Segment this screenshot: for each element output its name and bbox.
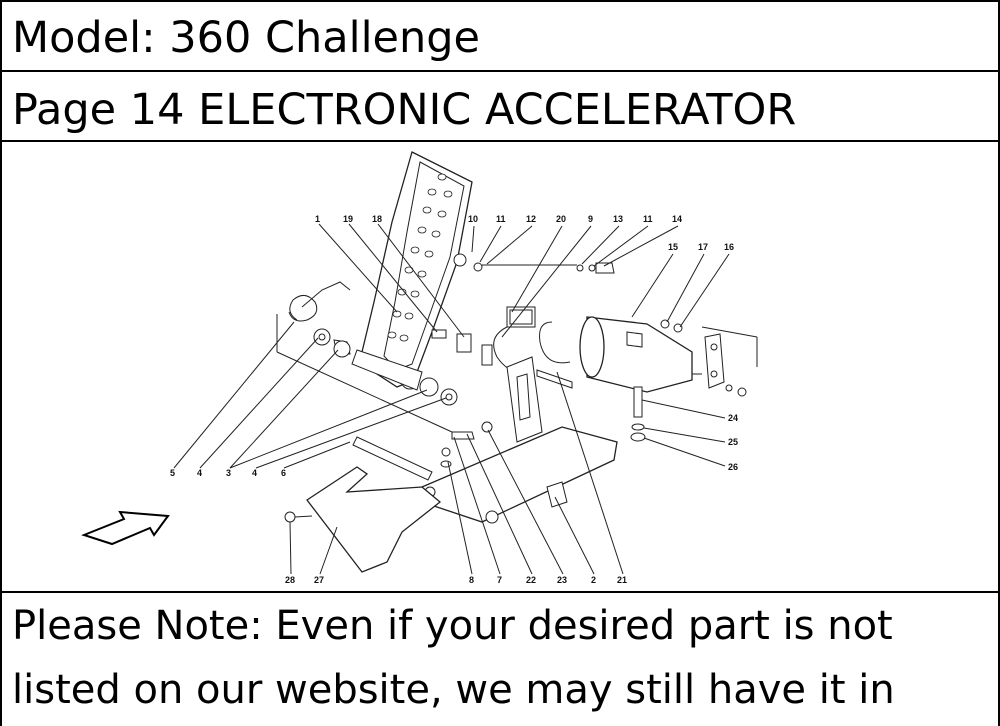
- callout-13: 13: [613, 214, 623, 224]
- callout-4: 4: [197, 468, 202, 478]
- pedal-spring-and-bushings: [288, 281, 458, 406]
- callout-8: 8: [469, 575, 474, 585]
- callout-21: 21: [617, 575, 627, 585]
- callout-18: 18: [372, 214, 382, 224]
- exploded-parts-diagram: 1 19 18 10 11 12 20 9 13 11 14 15 17 16 …: [81, 151, 758, 585]
- callout-17: 17: [698, 242, 708, 252]
- callout-14: 14: [672, 214, 682, 224]
- model-header: Model: 360 Challenge: [0, 0, 1000, 72]
- accelerator-pedal-illustration: [351, 151, 473, 391]
- callout-24: 24: [728, 413, 738, 423]
- callout-20: 20: [556, 214, 566, 224]
- callout-9: 9: [588, 214, 593, 224]
- parts-diagram-panel: 1 19 18 10 11 12 20 9 13 11 14 15 17 16 …: [0, 142, 1000, 593]
- callout-28: 28: [285, 575, 295, 585]
- note-line-1: Please Note: Even if your desired part i…: [12, 603, 893, 649]
- callout-5: 5: [170, 468, 175, 478]
- linkage-rod: [453, 253, 615, 274]
- callout-11b: 11: [643, 214, 653, 224]
- page-title: Page 14 ELECTRONIC ACCELERATOR: [12, 85, 797, 135]
- callout-numbers: 1 19 18 10 11 12 20 9 13 11 14 15 17 16 …: [170, 214, 738, 585]
- pivot-pin: [352, 436, 433, 481]
- actuator-motor: [539, 316, 747, 442]
- callout-leader-lines: [173, 223, 730, 575]
- callout-4b: 4: [252, 468, 257, 478]
- page-header: Page 14 ELECTRONIC ACCELERATOR: [0, 72, 1000, 142]
- assembly-outline: [276, 314, 758, 433]
- callout-19: 19: [343, 214, 353, 224]
- callout-3: 3: [226, 468, 231, 478]
- direction-arrow: [81, 510, 170, 546]
- note-line-2: listed on our website, we may still have…: [12, 667, 895, 713]
- model-title: Model: 360 Challenge: [12, 13, 480, 63]
- callout-25: 25: [728, 437, 738, 447]
- callout-10: 10: [468, 214, 478, 224]
- callout-27: 27: [314, 575, 324, 585]
- callout-7: 7: [497, 575, 502, 585]
- callout-15: 15: [668, 242, 678, 252]
- callout-6: 6: [281, 468, 286, 478]
- callout-12: 12: [526, 214, 536, 224]
- callout-11: 11: [496, 214, 506, 224]
- callout-26: 26: [728, 462, 738, 472]
- note-panel: Please Note: Even if your desired part i…: [0, 593, 1000, 726]
- pedal-base-plate: [421, 356, 618, 524]
- heel-plate: [284, 466, 442, 573]
- callout-22: 22: [526, 575, 536, 585]
- callout-1: 1: [315, 214, 320, 224]
- callout-16: 16: [724, 242, 734, 252]
- callout-2: 2: [591, 575, 596, 585]
- callout-23: 23: [557, 575, 567, 585]
